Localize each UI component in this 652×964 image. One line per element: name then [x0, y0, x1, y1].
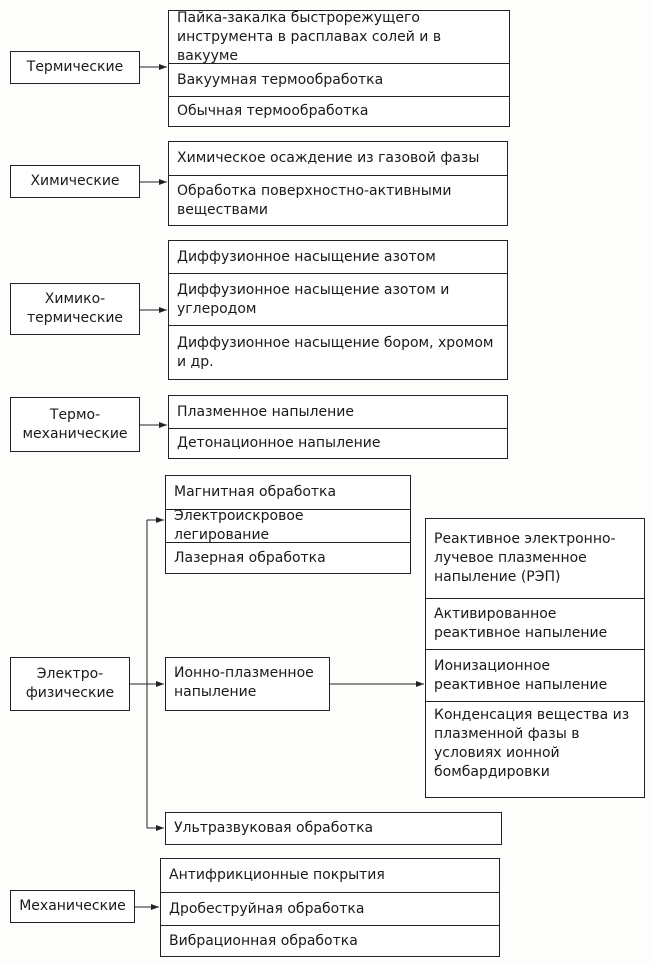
method-item: Конденсация вещества из плазменной фазы … — [426, 701, 644, 797]
mechanical-methods: Антифрикционные покрытия Дробеструйная о… — [160, 858, 500, 957]
ion-plasma-methods: Реактивное электронно-лучевое плазменное… — [425, 518, 645, 798]
ultrasonic-box: Ультразвуковая обработка — [165, 812, 502, 845]
chemical-methods: Химическое осаждение из газовой фазы Обр… — [168, 141, 508, 226]
method-item: Вакуумная термообработка — [169, 63, 509, 96]
method-item: Обычная термообработка — [169, 96, 509, 126]
method-item: Плазменное напыление — [177, 403, 354, 420]
method-item: Реактивное электронно-лучевое плазменное… — [434, 531, 616, 585]
electrophys-methods: Магнитная обработка Электроискровое леги… — [165, 475, 411, 574]
method-item: Вибрационная обработка — [161, 925, 499, 956]
method-item: Электроискровое легирование — [166, 508, 410, 543]
thermomech-methods: Плазменное напыление Детонационное напыл… — [168, 395, 508, 459]
method-item: Пайка-закалка быстрорежущего инструмента… — [177, 9, 442, 64]
method-item: Диффузионное насыщение азотом — [177, 248, 436, 265]
category-chemical: Химические — [10, 165, 140, 198]
method-item: Химическое осаждение из газовой фазы — [177, 150, 480, 166]
chemthermal-methods: Диффузионное насыщение азотом Диффузионн… — [168, 240, 508, 380]
method-item: Детонационное напыление — [169, 428, 507, 458]
method-item: Активированное реактивное напыление — [426, 598, 644, 649]
method-item: Диффузионное насыщение азотом и углеродо… — [169, 273, 507, 325]
method-item: Антифрикционные покрытия — [169, 867, 385, 883]
category-electrophys: Электро-физические — [10, 657, 130, 711]
method-item: Дробеструйная обработка — [161, 892, 499, 925]
method-item: Ионизационное реактивное напыление — [426, 649, 644, 701]
category-mechanical: Механические — [10, 890, 135, 923]
method-item: Обработка поверхностно-активными веществ… — [169, 175, 507, 225]
category-chemthermal: Химико-термические — [10, 283, 140, 335]
category-thermomech: Термо-механические — [10, 397, 140, 452]
ion-plasma-box: Ионно-плазменное напыление — [165, 657, 330, 711]
method-item: Лазерная обработка — [166, 542, 410, 573]
thermal-methods: Пайка-закалка быстрорежущего инструмента… — [168, 10, 510, 127]
method-item: Диффузионное насыщение бором, хромом и д… — [169, 325, 507, 379]
category-thermal: Термические — [10, 51, 140, 84]
method-item: Магнитная обработка — [174, 484, 337, 500]
